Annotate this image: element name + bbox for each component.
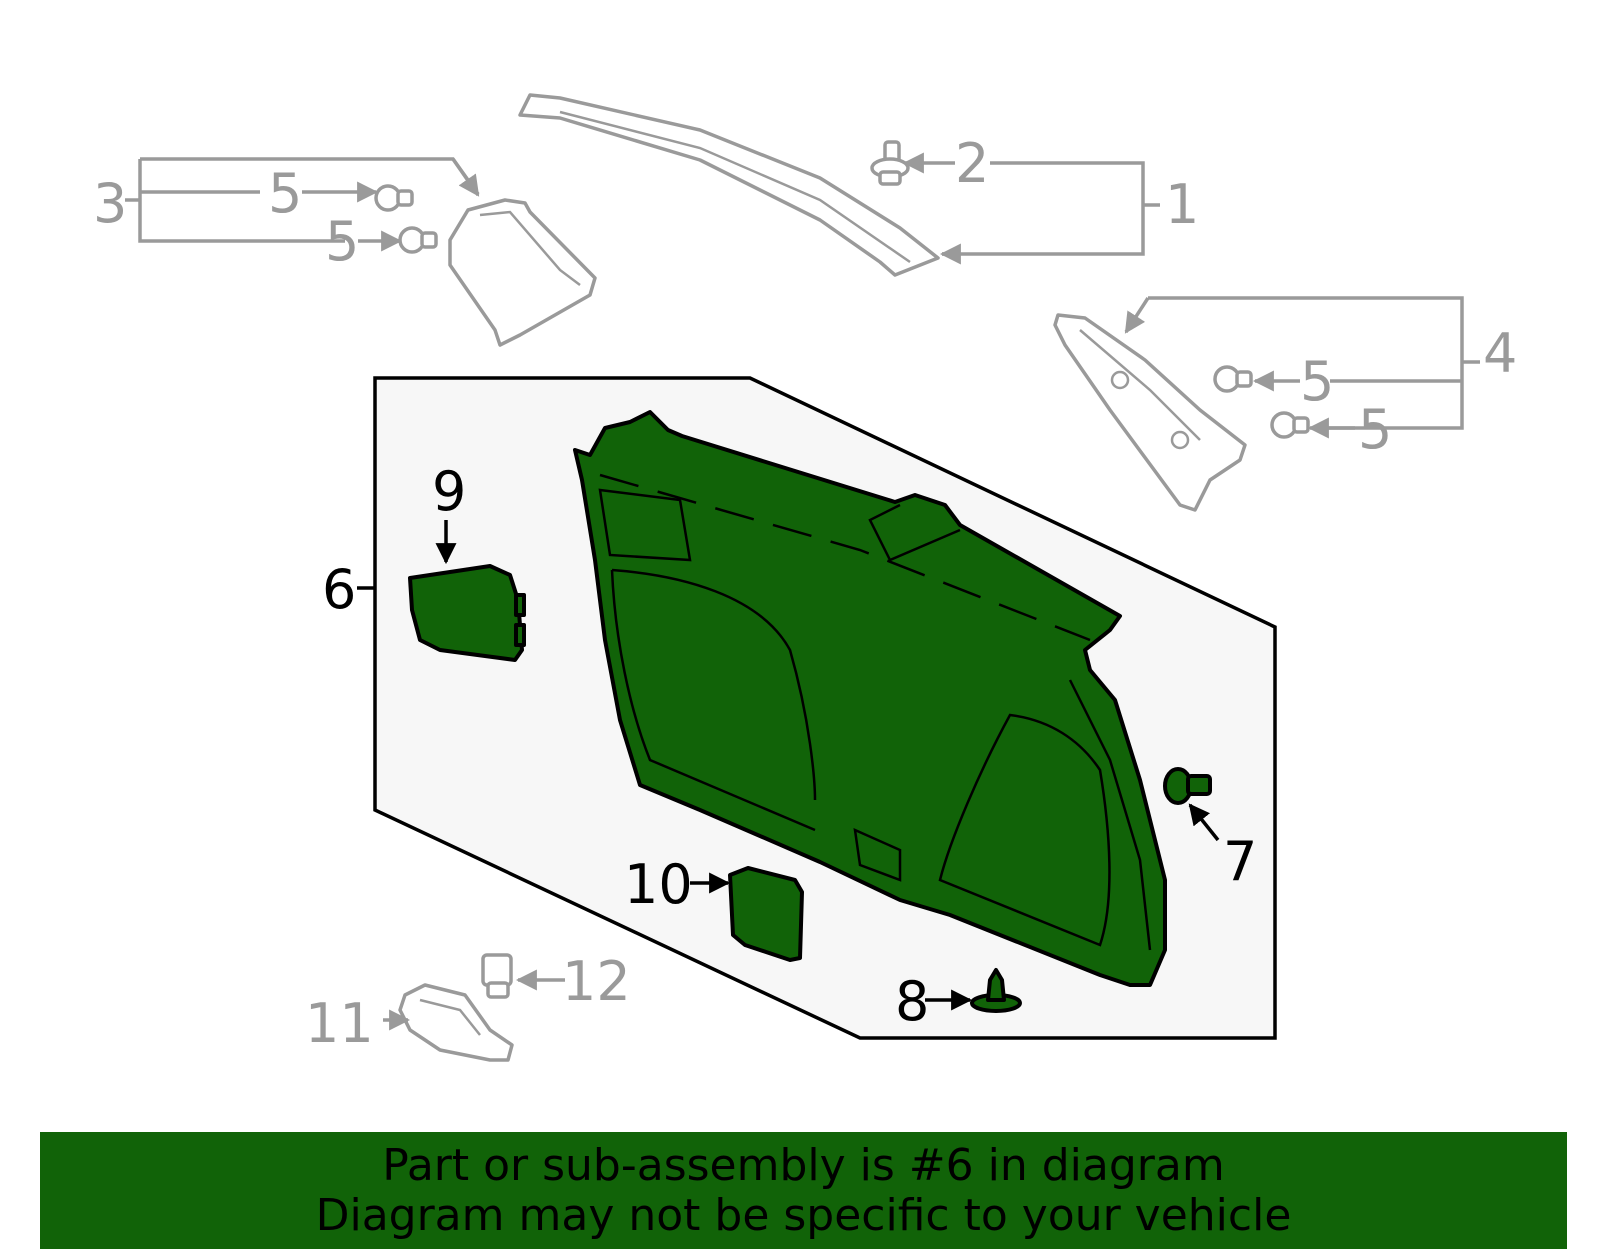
callout-12: 12 [562, 950, 631, 1013]
callout-11: 11 [305, 992, 374, 1055]
callout-8: 8 [895, 970, 929, 1033]
callout-5d: 5 [1358, 398, 1392, 461]
part-10-cap [728, 866, 804, 962]
callout-4: 4 [1483, 322, 1517, 385]
part-2-screw [870, 140, 910, 186]
callout-1: 1 [1165, 173, 1199, 236]
leader-7 [1188, 803, 1220, 842]
part-4-right-trim [1053, 313, 1247, 512]
banner-line-2: Diagram may not be specific to your vehi… [315, 1189, 1292, 1241]
bracket-3 [140, 157, 480, 196]
callout-6: 6 [322, 558, 356, 621]
part-7-clip [1163, 767, 1212, 805]
clip-5c [1213, 365, 1253, 393]
callout-10: 10 [624, 853, 693, 916]
info-banner: Part or sub-assembly is #6 in diagram Di… [40, 1132, 1567, 1249]
callout-5b: 5 [325, 210, 359, 273]
callout-7: 7 [1223, 830, 1257, 893]
callout-9: 9 [432, 460, 466, 523]
clip-5d [1270, 411, 1310, 439]
part-3-left-trim [448, 198, 597, 347]
callout-2: 2 [955, 132, 989, 195]
clip-5a [374, 184, 414, 212]
part-1-garnish [518, 93, 940, 277]
part-6-back-door-trim [573, 410, 1167, 987]
banner-line-1: Part or sub-assembly is #6 in diagram [382, 1139, 1225, 1191]
part-12-clip [481, 953, 513, 999]
callout-3: 3 [93, 172, 127, 235]
bracket-1 [942, 161, 1145, 256]
clip-5b [398, 226, 438, 254]
callout-5a: 5 [268, 162, 302, 225]
part-9-cover [408, 564, 526, 662]
callout-5c: 5 [1300, 350, 1334, 413]
